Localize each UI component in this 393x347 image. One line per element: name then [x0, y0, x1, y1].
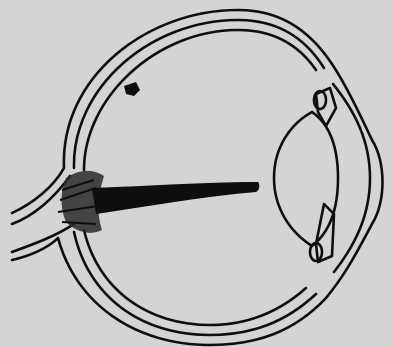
- eye-diagram-canvas: [0, 0, 393, 347]
- eye-cross-section-diagram: [0, 0, 393, 347]
- background: [0, 0, 393, 347]
